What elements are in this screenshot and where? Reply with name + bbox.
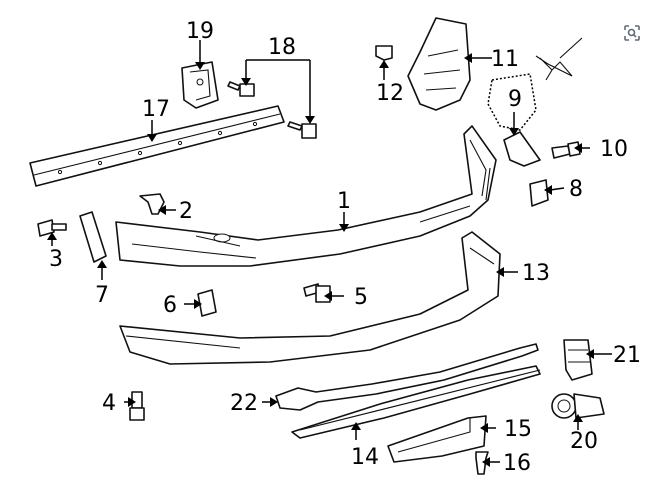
clip-part-8 [529, 179, 549, 207]
screw-part-16 [475, 451, 489, 475]
lower-bumper-cover-part [119, 231, 501, 365]
callout-1: 1 [337, 189, 351, 214]
callout-18: 18 [268, 35, 296, 60]
trim-strip-part-7 [79, 211, 107, 263]
callout-3: 3 [49, 247, 63, 272]
visual-search-glyph [624, 25, 640, 41]
callout-17: 17 [142, 97, 170, 122]
callout-19: 19 [186, 19, 214, 44]
callout-10: 10 [600, 137, 628, 162]
wire-harness-part-22 [275, 343, 539, 411]
skid-plate-part-15 [387, 415, 487, 463]
callout-2: 2 [179, 199, 193, 224]
upper-bumper-cover-part [115, 125, 497, 267]
callout-5: 5 [354, 285, 368, 310]
screw-part-4 [129, 391, 145, 421]
lower-trim-part-14 [291, 365, 541, 439]
callout-16: 16 [503, 451, 531, 476]
callout-9: 9 [508, 87, 522, 112]
visual-search-icon[interactable] [621, 22, 643, 44]
sensor-holder-part-21 [563, 339, 593, 381]
clip-part-12 [375, 45, 393, 61]
bracket-part-9 [487, 73, 541, 167]
callout-6: 6 [163, 293, 177, 318]
bolt-part-18a [227, 81, 255, 97]
clip-part-2 [139, 193, 165, 215]
callout-labels: 19 18 17 1 2 3 7 6 5 11 12 9 10 8 13 21 … [49, 19, 641, 476]
callout-4: 4 [102, 391, 116, 416]
leader-lines [51, 40, 612, 463]
callout-21: 21 [613, 343, 641, 368]
callout-8: 8 [569, 177, 583, 202]
screw-part-3 [37, 219, 67, 237]
side-bracket-part [407, 17, 471, 111]
bolt-part-10 [551, 141, 581, 159]
bumper-bracket-part [181, 61, 219, 109]
arrowheads [47, 53, 594, 467]
callout-7: 7 [95, 283, 109, 308]
callout-22: 22 [230, 391, 258, 416]
clip-part-6 [197, 289, 217, 317]
callout-11: 11 [491, 47, 519, 72]
reinforcement-bar-part [29, 105, 285, 187]
callout-14: 14 [351, 445, 379, 470]
bolt-part-5 [303, 283, 331, 303]
callout-13: 13 [522, 261, 550, 286]
callout-15: 15 [504, 417, 532, 442]
parking-sensor-part-20 [551, 393, 605, 419]
callout-12: 12 [376, 81, 404, 106]
bolt-part-18b [287, 121, 317, 139]
callout-20: 20 [570, 429, 598, 454]
wiring-sketch [535, 37, 583, 81]
